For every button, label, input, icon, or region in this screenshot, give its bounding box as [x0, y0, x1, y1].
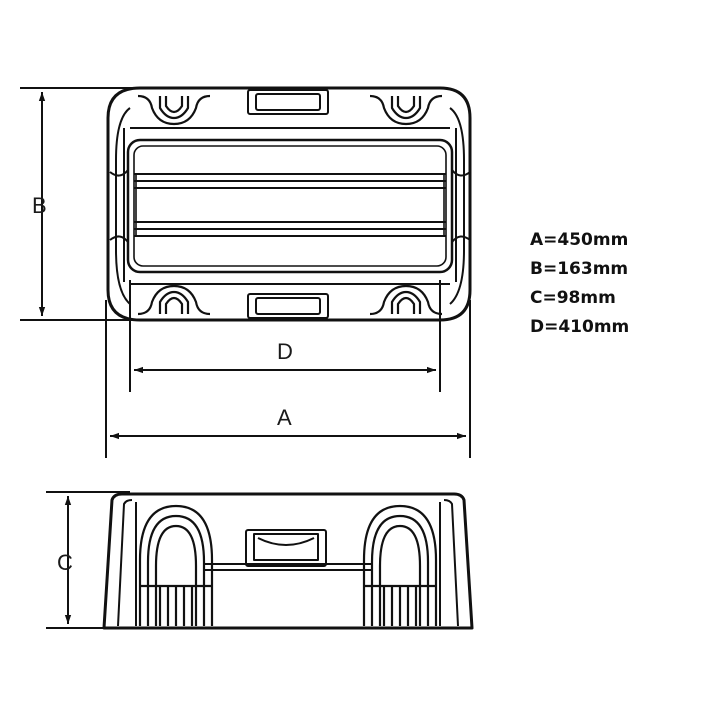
hook-bottom-left: [137, 284, 211, 316]
right-arch-post: [362, 504, 438, 626]
dimension-label-a: A: [277, 405, 292, 430]
dimension-label-c: C: [57, 550, 73, 575]
bottom-slot: [247, 293, 329, 319]
right-side-rail: [449, 107, 465, 305]
hook-top-left: [137, 94, 211, 126]
dimension-c: [46, 491, 130, 629]
central-body: [126, 138, 454, 274]
dimension-a: [105, 300, 471, 458]
spec-c: C=98mm: [530, 288, 616, 308]
specification-list: A=450mm B=163mm C=98mm D=410mm: [530, 226, 629, 342]
left-side-rail: [115, 107, 131, 305]
side-slot: [245, 529, 327, 567]
side-view-outline: [102, 492, 474, 630]
dimension-b: [20, 87, 140, 321]
top-view: [106, 86, 472, 322]
dimension-label-b: B: [32, 193, 47, 218]
dimension-label-d: D: [277, 339, 293, 364]
side-view: [102, 492, 474, 630]
horizontal-bands: [134, 173, 446, 237]
dimension-d: [129, 280, 441, 392]
spec-b: B=163mm: [530, 259, 629, 279]
spec-a: A=450mm: [530, 230, 629, 250]
left-arch-post: [138, 504, 214, 626]
hook-bottom-right: [369, 284, 443, 316]
top-slot: [247, 89, 329, 115]
spec-d: D=410mm: [530, 317, 630, 337]
hook-top-right: [369, 94, 443, 126]
